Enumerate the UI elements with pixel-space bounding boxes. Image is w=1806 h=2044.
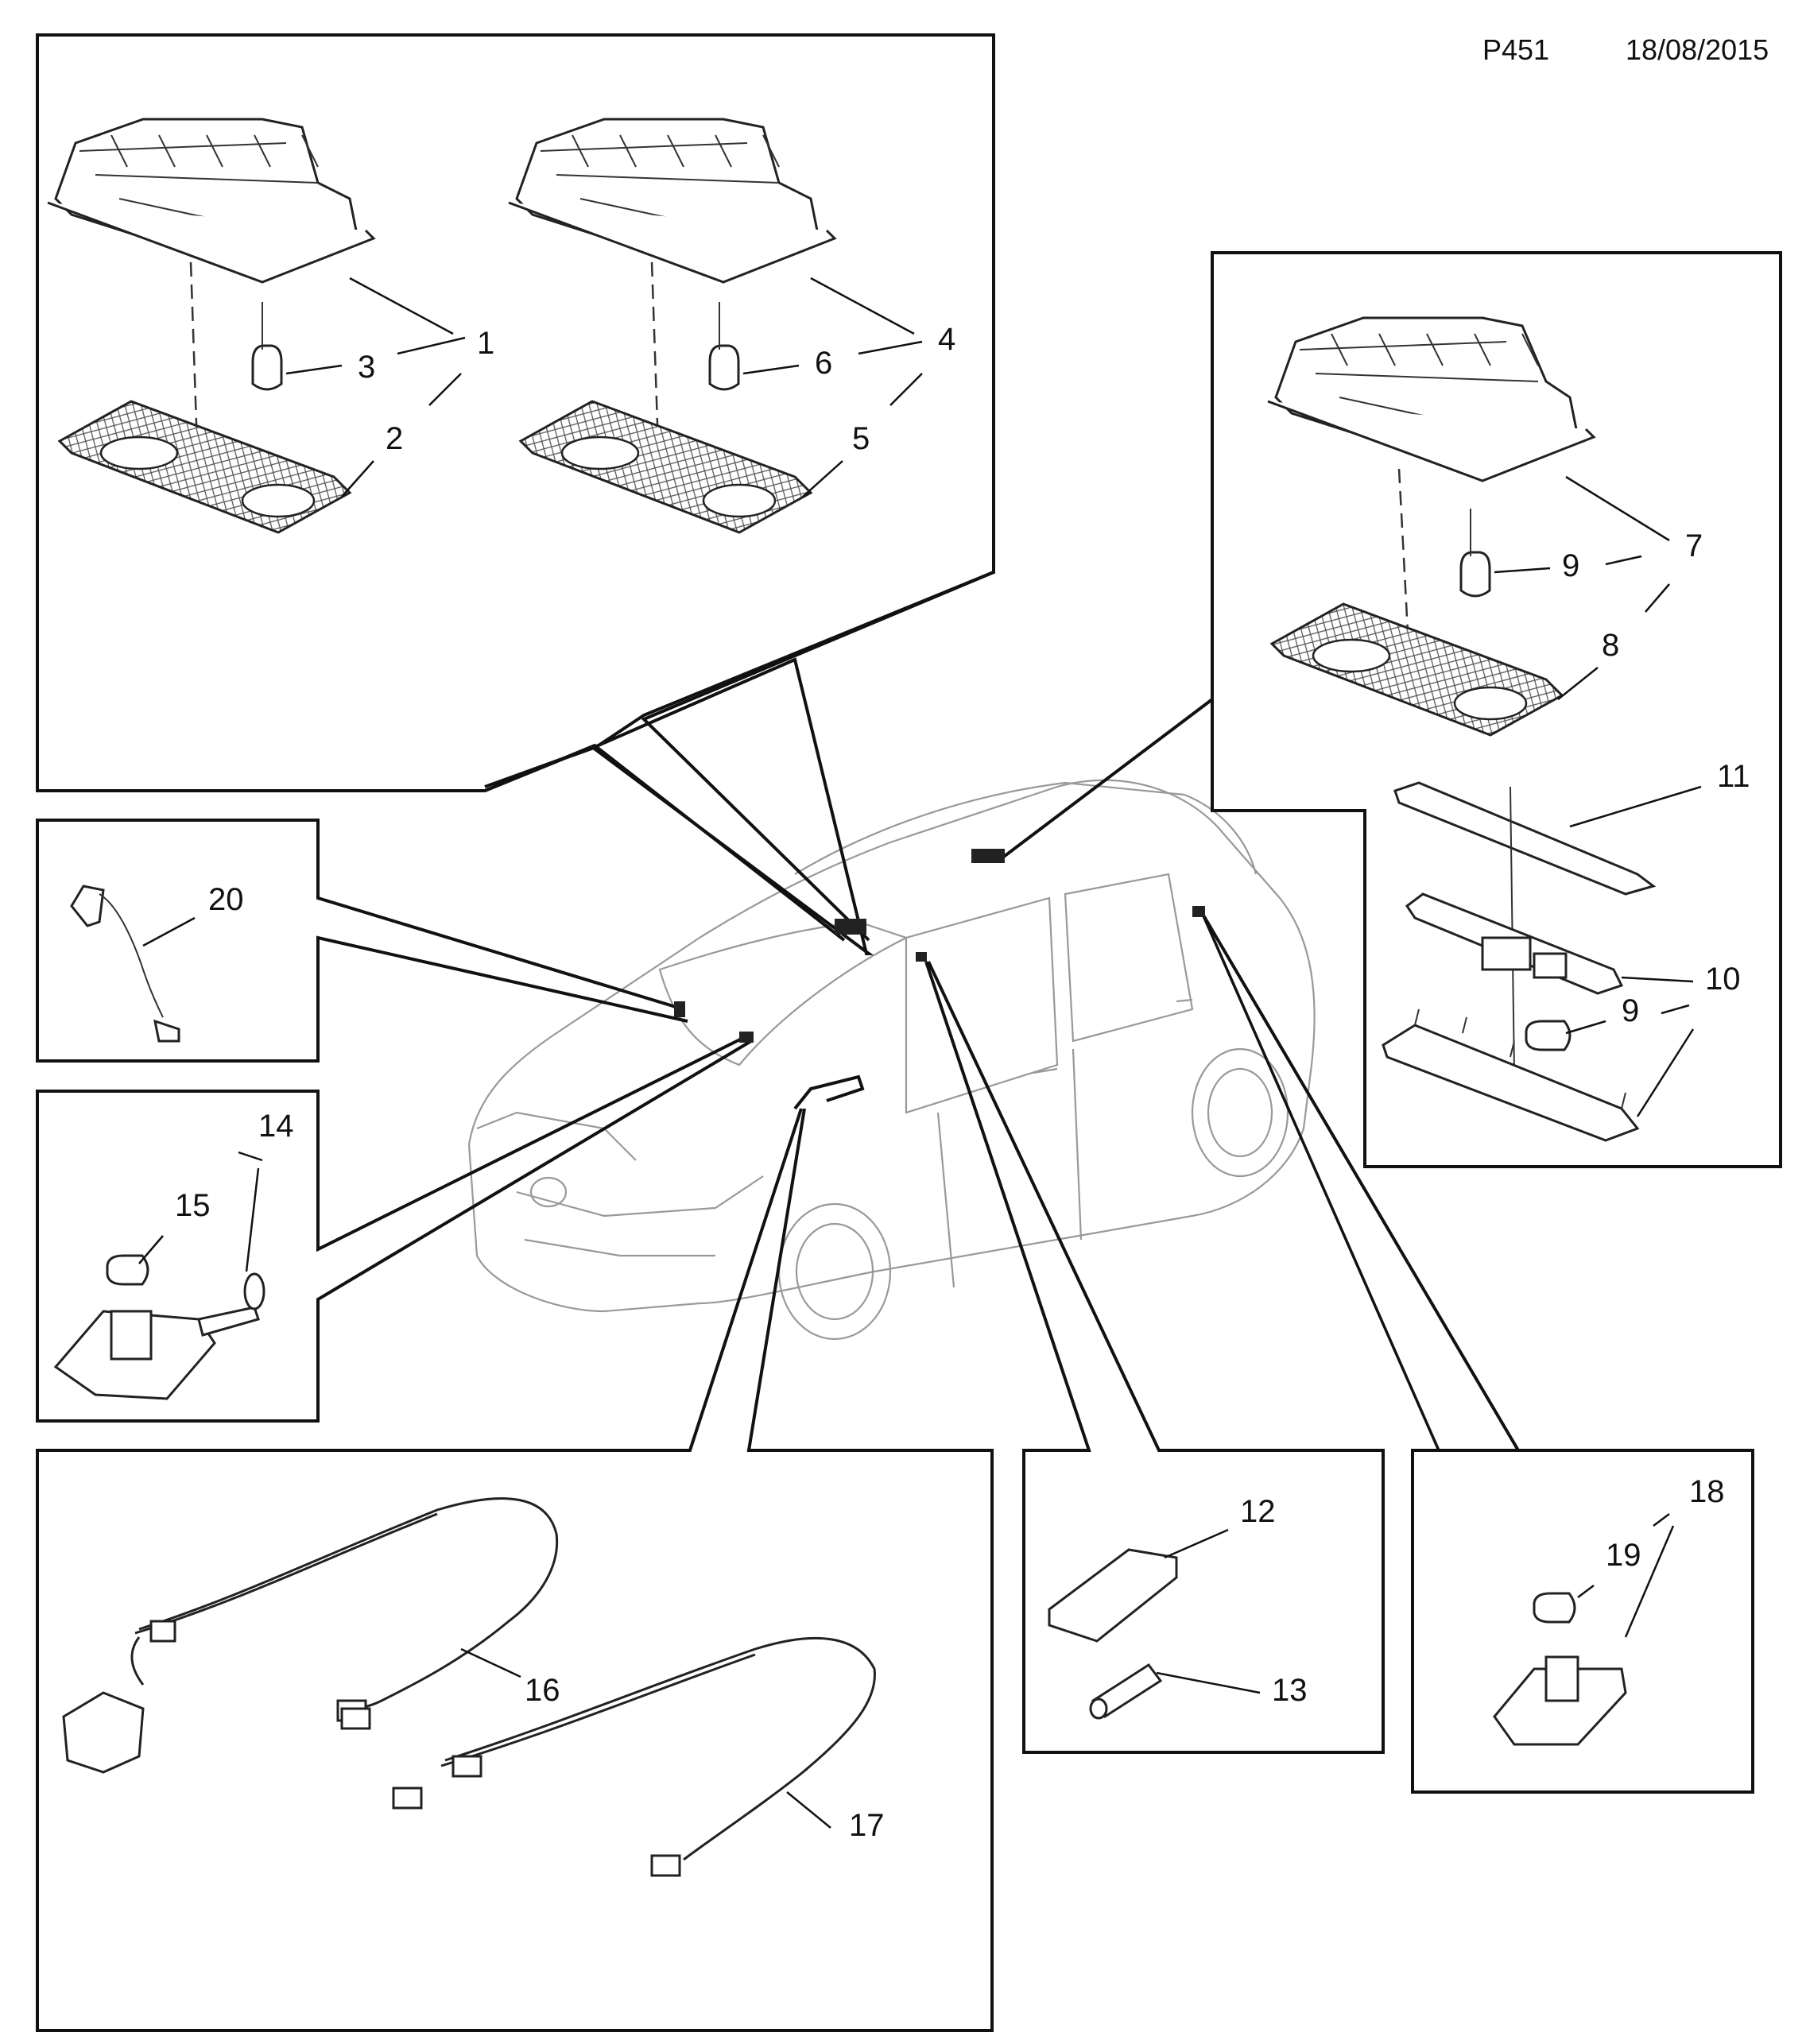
panel-harnesses (36, 1108, 994, 2032)
light-unit-18 (1493, 1655, 1627, 1746)
label-part-4: 4 (938, 322, 955, 357)
label-part-2: 2 (386, 421, 403, 456)
part-12-marker (916, 952, 927, 962)
label-part-6: 6 (815, 346, 832, 381)
label-part-17: 17 (849, 1808, 885, 1843)
panel-rear-dome-lights (1000, 251, 1782, 1168)
label-part-3: 3 (358, 350, 375, 385)
bulb-3 (251, 344, 283, 391)
bulb-19 (1533, 1592, 1576, 1624)
dome-light-assembly-1 (47, 118, 376, 284)
label-part-9-lower: 9 (1622, 993, 1639, 1028)
wiring-harness-17 (392, 1636, 876, 1877)
cover-11 (1393, 781, 1657, 896)
label-part-19: 19 (1606, 1538, 1641, 1573)
rear-dome-light-marker (971, 849, 1005, 863)
bulb-6 (708, 344, 740, 391)
car-illustration (467, 779, 1316, 1341)
front-dome-light-marker (835, 919, 866, 935)
reading-light-10 (1382, 892, 1640, 1142)
label-part-18: 18 (1689, 1474, 1725, 1509)
label-part-13: 13 (1272, 1673, 1308, 1708)
panel-parts-18-19 (1199, 908, 1754, 1794)
part-20-sensor (70, 885, 180, 1043)
label-part-14: 14 (258, 1109, 294, 1144)
panel-part-20 (36, 819, 688, 1063)
label-part-1: 1 (477, 326, 494, 361)
label-part-12: 12 (1240, 1494, 1276, 1529)
label-part-7: 7 (1685, 528, 1703, 563)
part-18-marker (1192, 906, 1205, 917)
bulb-9-upper (1459, 551, 1491, 598)
diagram-date: 18/08/2015 (1626, 33, 1769, 66)
part-20-marker (674, 1001, 685, 1017)
harness-marker (793, 1074, 865, 1110)
label-part-16: 16 (525, 1673, 560, 1708)
bulb-9-lower (1525, 1020, 1572, 1051)
label-part-20: 20 (208, 882, 244, 917)
part-14-marker (739, 1032, 754, 1043)
label-part-9-upper: 9 (1562, 548, 1579, 583)
panel-parts-12-13 (924, 961, 1385, 1754)
bulb-15 (106, 1254, 149, 1286)
diagram-code: P451 (1482, 33, 1550, 66)
label-part-5: 5 (852, 421, 870, 456)
label-part-10: 10 (1705, 962, 1741, 997)
dome-light-assembly-7 (1267, 316, 1596, 482)
dome-light-assembly-4 (508, 118, 837, 284)
lens-5 (518, 400, 813, 534)
label-part-11: 11 (1717, 759, 1750, 794)
lens-8 (1269, 602, 1564, 737)
part-14-light-unit (53, 1272, 265, 1400)
lens-2 (57, 400, 352, 534)
label-part-15: 15 (175, 1188, 211, 1223)
wiring-harness-16 (62, 1497, 559, 1774)
label-part-8: 8 (1602, 628, 1619, 663)
cover-12 (1048, 1548, 1178, 1643)
panel-parts-14-15 (36, 1036, 753, 1423)
fuse-13 (1089, 1663, 1163, 1720)
